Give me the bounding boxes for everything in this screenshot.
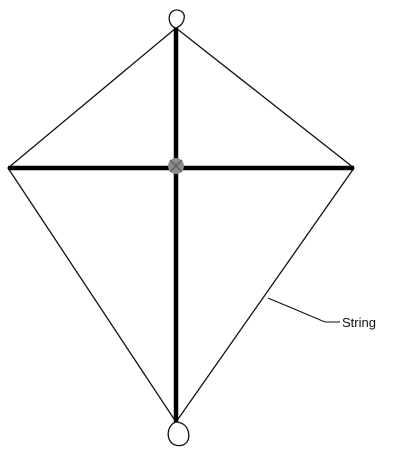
bottom-knot: [168, 422, 189, 446]
center-joint: [168, 158, 184, 174]
string-callout-leader: [268, 298, 340, 322]
kite-outline: [8, 28, 354, 422]
top-knot: [169, 10, 184, 28]
string-callout-label: String: [342, 315, 376, 330]
